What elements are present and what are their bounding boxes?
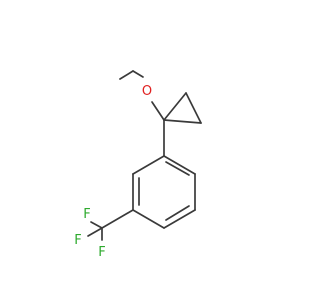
aryl-cf3-bond: [101, 209, 134, 229]
benzene-double-bond-1: [165, 161, 190, 176]
methyl-bond: [119, 70, 134, 80]
cf3-bond-f2: [87, 227, 103, 237]
fluorine-atom-label: F: [83, 207, 90, 222]
oxygen-bond-methyl: [132, 70, 144, 78]
fluorine-atom-label: F: [98, 245, 105, 260]
molecule-diagram: O F F F: [74, 70, 202, 260]
benzene-bond-3: [163, 209, 196, 229]
cyclopropane-bond-3: [163, 119, 202, 124]
fluorine-atom-label: F: [74, 233, 81, 248]
benzene-bond-4: [132, 209, 165, 229]
oxygen-bond-cyclopropyl: [151, 101, 165, 121]
cyclopropane-bond-2: [185, 92, 202, 124]
cyclopropane-bond-1: [163, 92, 187, 121]
benzene-bond-6: [132, 155, 165, 175]
oxygen-atom-label: O: [142, 84, 152, 99]
benzene-bond-1: [163, 155, 196, 175]
cf3-bond-f1: [90, 221, 103, 229]
benzene-double-bond-2: [165, 205, 190, 221]
